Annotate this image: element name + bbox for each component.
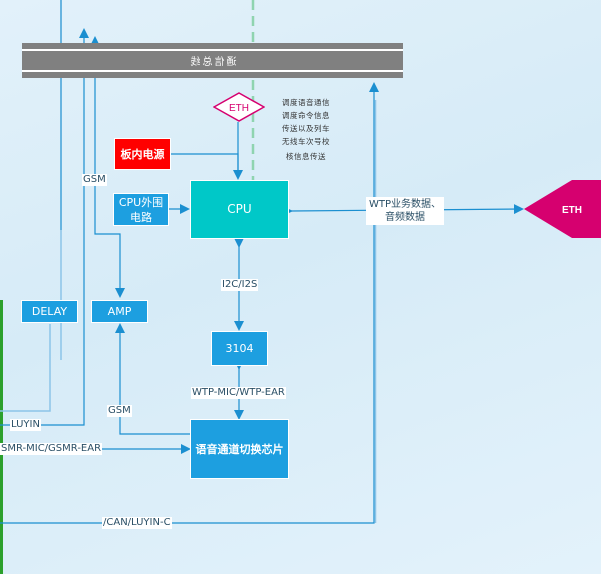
gsm-top-label: GSM [82, 174, 107, 186]
eth-right-node[interactable]: ETH [524, 180, 601, 238]
eth-top-diamond [213, 92, 265, 122]
wire-power-cpu [171, 153, 243, 180]
luyin-label: LUYIN [10, 419, 41, 431]
cpu-block[interactable]: CPU [190, 180, 289, 239]
wtp-data-line: 音频数据 [385, 212, 426, 223]
bus-stripe [22, 49, 403, 51]
wire-gsm-amp [94, 38, 125, 298]
voice-switch-chip-label: 语音通道切换芯片 [195, 442, 284, 456]
gsm-bottom-label: GSM [107, 405, 132, 417]
codec-3104-block[interactable]: 3104 [211, 331, 268, 366]
power-label: 板内电源 [120, 147, 165, 161]
cpu-periph-block[interactable]: CPU外围 电路 [113, 193, 169, 226]
cpu-periph-label: 电路 [130, 210, 152, 224]
wtp-data-label: WTP业务数据、 音频数据 [366, 197, 445, 225]
wtp-data-line: WTP业务数据、 [369, 199, 442, 210]
eth-top-label: ETH [229, 103, 249, 114]
wire-gsm-bottom [115, 323, 190, 435]
wtp-mic-label: WTP-MIC/WTP-EAR [191, 387, 286, 399]
eth-right-label: ETH [562, 205, 582, 216]
codec-label: 3104 [225, 342, 254, 355]
note-line: 调度命令信息 [282, 111, 330, 120]
communication-bus: 通信总线 [22, 43, 403, 78]
voice-switch-chip-block[interactable]: 语音通道切换芯片 [190, 419, 289, 479]
note-line: 传送以及列车 [282, 124, 330, 133]
bus-stripe [22, 70, 403, 72]
eth-top-node[interactable]: ETH [213, 92, 265, 122]
note-line: 调度语音通信 [282, 98, 330, 107]
wire-luyin [0, 28, 89, 426]
i2c-label: I2C/I2S [221, 279, 259, 291]
power-block[interactable]: 板内电源 [114, 138, 171, 170]
delay-block[interactable]: DELAY [21, 300, 78, 323]
note-line: 核信息传送 [286, 152, 326, 161]
note-line: 无线车次号校 [282, 137, 330, 146]
eth-note: 调度语音通信 调度命令信息 传送以及列车 无线车次号校 核信息传送 [282, 96, 330, 163]
cpu-periph-label: CPU外围 [118, 195, 164, 209]
amp-block[interactable]: AMP [91, 300, 148, 323]
cpu-label: CPU [227, 202, 252, 216]
gsmr-label: SMR-MIC/GSMR-EAR [0, 443, 103, 455]
bus-label: 通信总线 [188, 57, 237, 68]
wire-delay-out [0, 324, 51, 412]
eth-right-diamond [524, 180, 601, 238]
delay-label: DELAY [31, 305, 68, 318]
amp-label: AMP [107, 305, 132, 318]
can-label: /CAN/LUYIN-C [102, 517, 172, 529]
